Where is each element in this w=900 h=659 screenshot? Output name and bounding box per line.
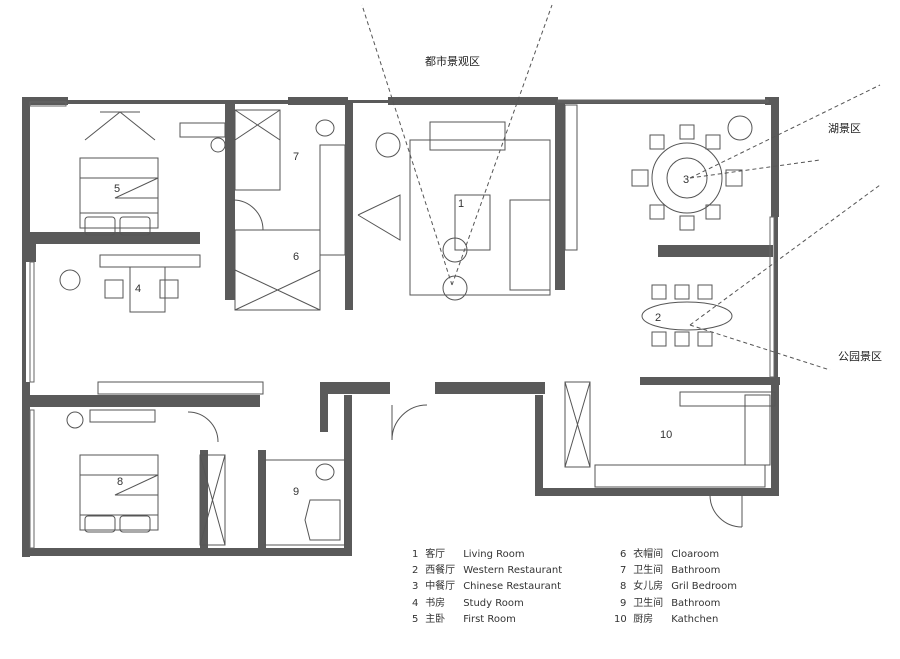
room-number-8: 8 (117, 476, 123, 488)
view-sightlines (361, 4, 881, 371)
room-numbers: 1 2 3 4 5 6 7 8 9 10 (114, 151, 689, 498)
view-label-city: 都市景观区 (425, 55, 480, 68)
room-number-1: 1 (458, 198, 464, 210)
windows (29, 99, 775, 549)
room-number-4: 4 (135, 283, 141, 295)
room-number-2: 2 (655, 312, 661, 324)
room-number-5: 5 (114, 183, 120, 195)
room-number-7: 7 (293, 151, 299, 163)
view-label-park: 公园景区 (838, 350, 882, 363)
fixtures (59, 104, 776, 546)
room-number-9: 9 (293, 486, 299, 498)
room-number-6: 6 (293, 251, 299, 263)
room-number-3: 3 (683, 174, 689, 186)
walls (22, 97, 780, 557)
room-number-10: 10 (660, 429, 672, 441)
view-label-lake: 湖景区 (828, 122, 861, 135)
